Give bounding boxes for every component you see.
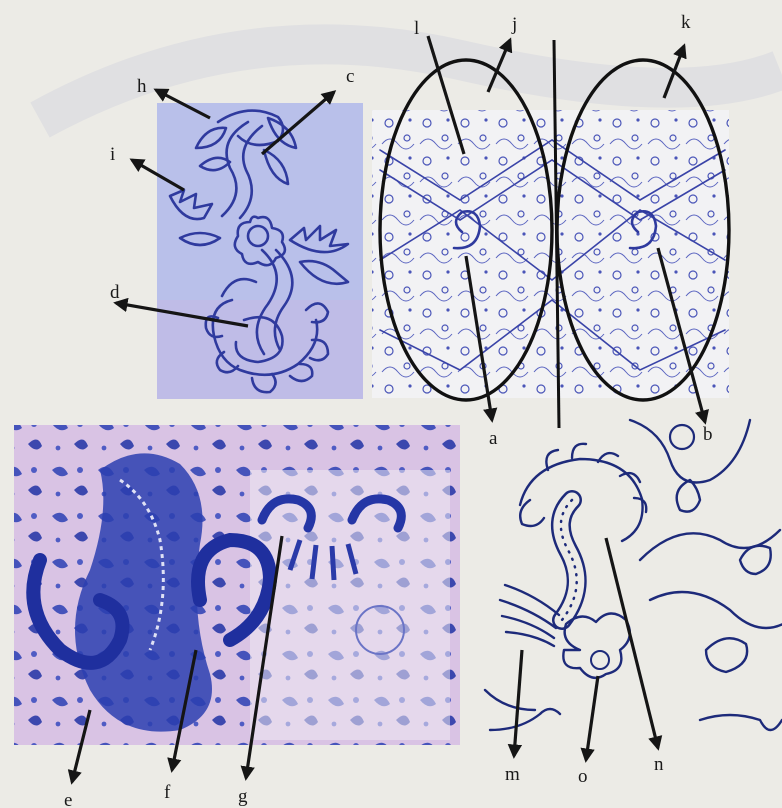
label-d: d (110, 282, 120, 303)
label-n: n (654, 754, 664, 775)
label-o: o (578, 766, 588, 787)
label-i: i (110, 144, 115, 165)
panel-batik-cloth (14, 425, 460, 745)
panel-line-drawing (485, 420, 782, 730)
label-h: h (137, 76, 147, 97)
label-g: g (238, 786, 248, 807)
label-j: j (511, 14, 517, 35)
label-e: e (64, 790, 72, 808)
label-l: l (414, 18, 419, 39)
label-m: m (505, 764, 520, 785)
label-c: c (346, 66, 354, 87)
label-a: a (489, 428, 498, 449)
label-b: b (703, 424, 713, 445)
panel-floral-stencil (157, 103, 363, 399)
label-k: k (681, 12, 691, 33)
arrow-n (606, 538, 658, 748)
arrow-m (514, 650, 522, 756)
arrow-o (586, 676, 598, 760)
label-f: f (164, 782, 171, 803)
